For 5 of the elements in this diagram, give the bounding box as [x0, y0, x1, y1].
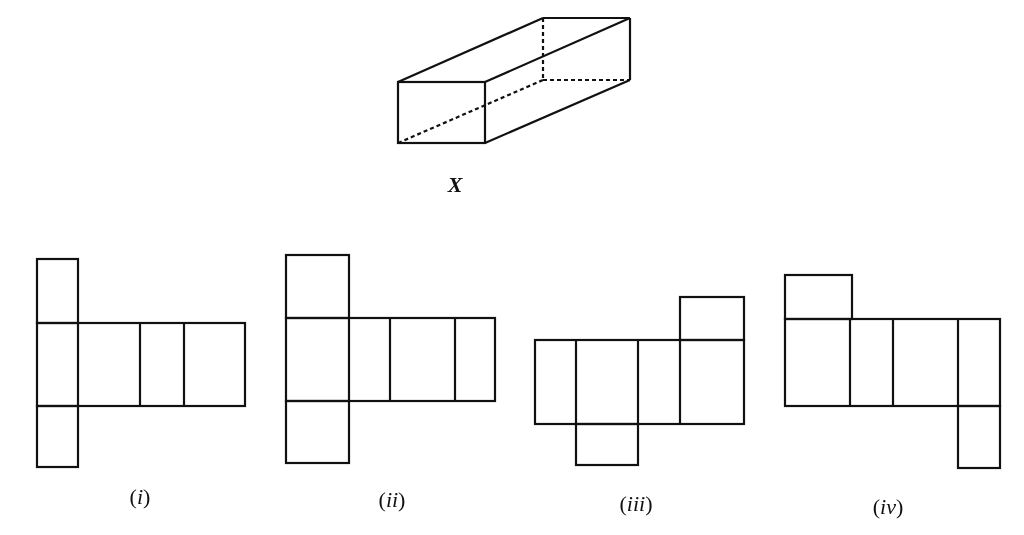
figure-label: (iii)	[619, 491, 653, 517]
figure-label: (iv)	[872, 494, 904, 520]
figure-label: (i)	[129, 484, 151, 510]
figure-label: (ii)	[378, 487, 406, 513]
figure-label: X	[447, 172, 463, 198]
